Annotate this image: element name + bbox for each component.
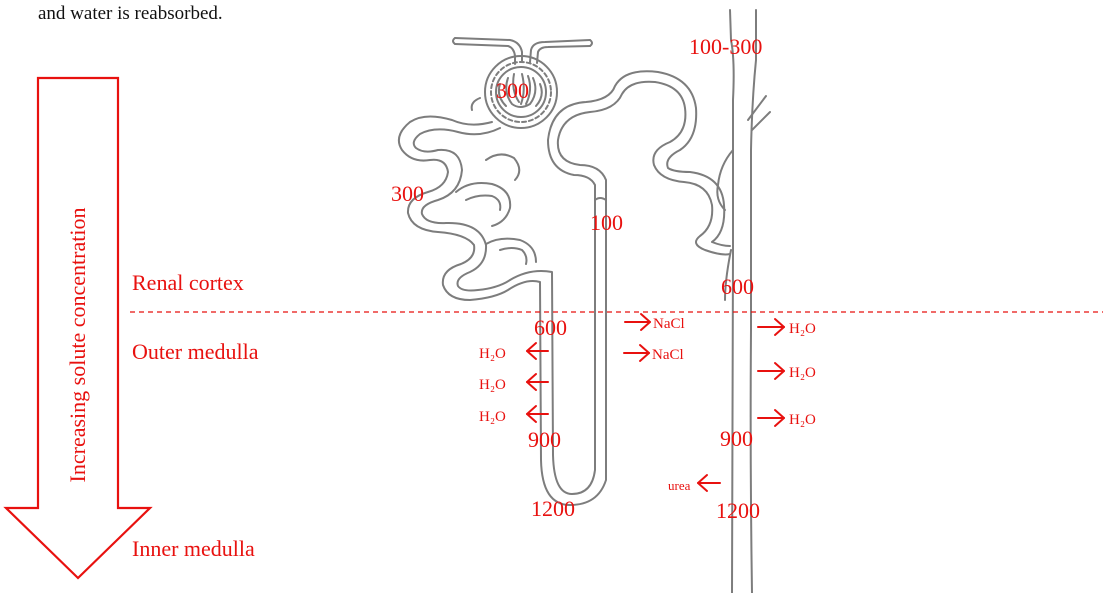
water-out-arrow-descending-2 xyxy=(527,374,548,390)
water-out-arrow-duct-3 xyxy=(758,410,784,426)
region-label-cortex: Renal cortex xyxy=(132,270,244,295)
caption-fragment: and water is reabsorbed. xyxy=(38,3,223,24)
osmolarity-ascending-limb: 100 xyxy=(590,210,623,235)
nacl-label-2: NaCl xyxy=(652,347,684,363)
water-label-descending-2: H₂O xyxy=(479,377,506,393)
osmolarity-collecting-duct-1200: 1200 xyxy=(716,498,760,523)
osmolarity-collecting-duct-top: 100-300 xyxy=(689,34,762,59)
water-label-descending-3: H₂O xyxy=(479,409,506,425)
urea-label: urea xyxy=(668,478,691,493)
water-label-duct-2: H₂O xyxy=(789,365,816,381)
gradient-arrow-label: Increasing solute concentration xyxy=(65,208,90,483)
proximal-tubule-drawing xyxy=(399,98,606,505)
osmolarity-descending-900: 900 xyxy=(528,427,561,452)
nacl-out-arrow-2 xyxy=(624,345,649,361)
water-label-duct-1: H₂O xyxy=(789,321,816,337)
osmolarity-loop-bottom: 1200 xyxy=(531,496,575,521)
nacl-out-arrow-1 xyxy=(625,314,650,330)
water-label-duct-3: H₂O xyxy=(789,412,816,428)
water-label-descending-1: H₂O xyxy=(479,346,506,362)
distal-tubule-drawing xyxy=(548,71,730,360)
arterioles-drawing xyxy=(453,38,592,64)
osmolarity-collecting-duct-600: 600 xyxy=(721,274,754,299)
region-label-outer-medulla: Outer medulla xyxy=(132,339,259,364)
osmolarity-proximal-tubule: 300 xyxy=(391,181,424,206)
urea-out-arrow xyxy=(698,475,720,491)
water-out-arrow-duct-2 xyxy=(758,363,784,379)
osmolarity-glomerulus: 300 xyxy=(496,78,529,103)
nacl-label-1: NaCl xyxy=(653,316,685,332)
osmolarity-collecting-duct-900: 900 xyxy=(720,426,753,451)
water-out-arrow-descending-3 xyxy=(527,406,548,422)
water-out-arrow-descending-1 xyxy=(527,343,548,359)
region-label-inner-medulla: Inner medulla xyxy=(132,536,255,561)
osmolarity-descending-600: 600 xyxy=(534,315,567,340)
water-out-arrow-duct-1 xyxy=(758,319,784,335)
